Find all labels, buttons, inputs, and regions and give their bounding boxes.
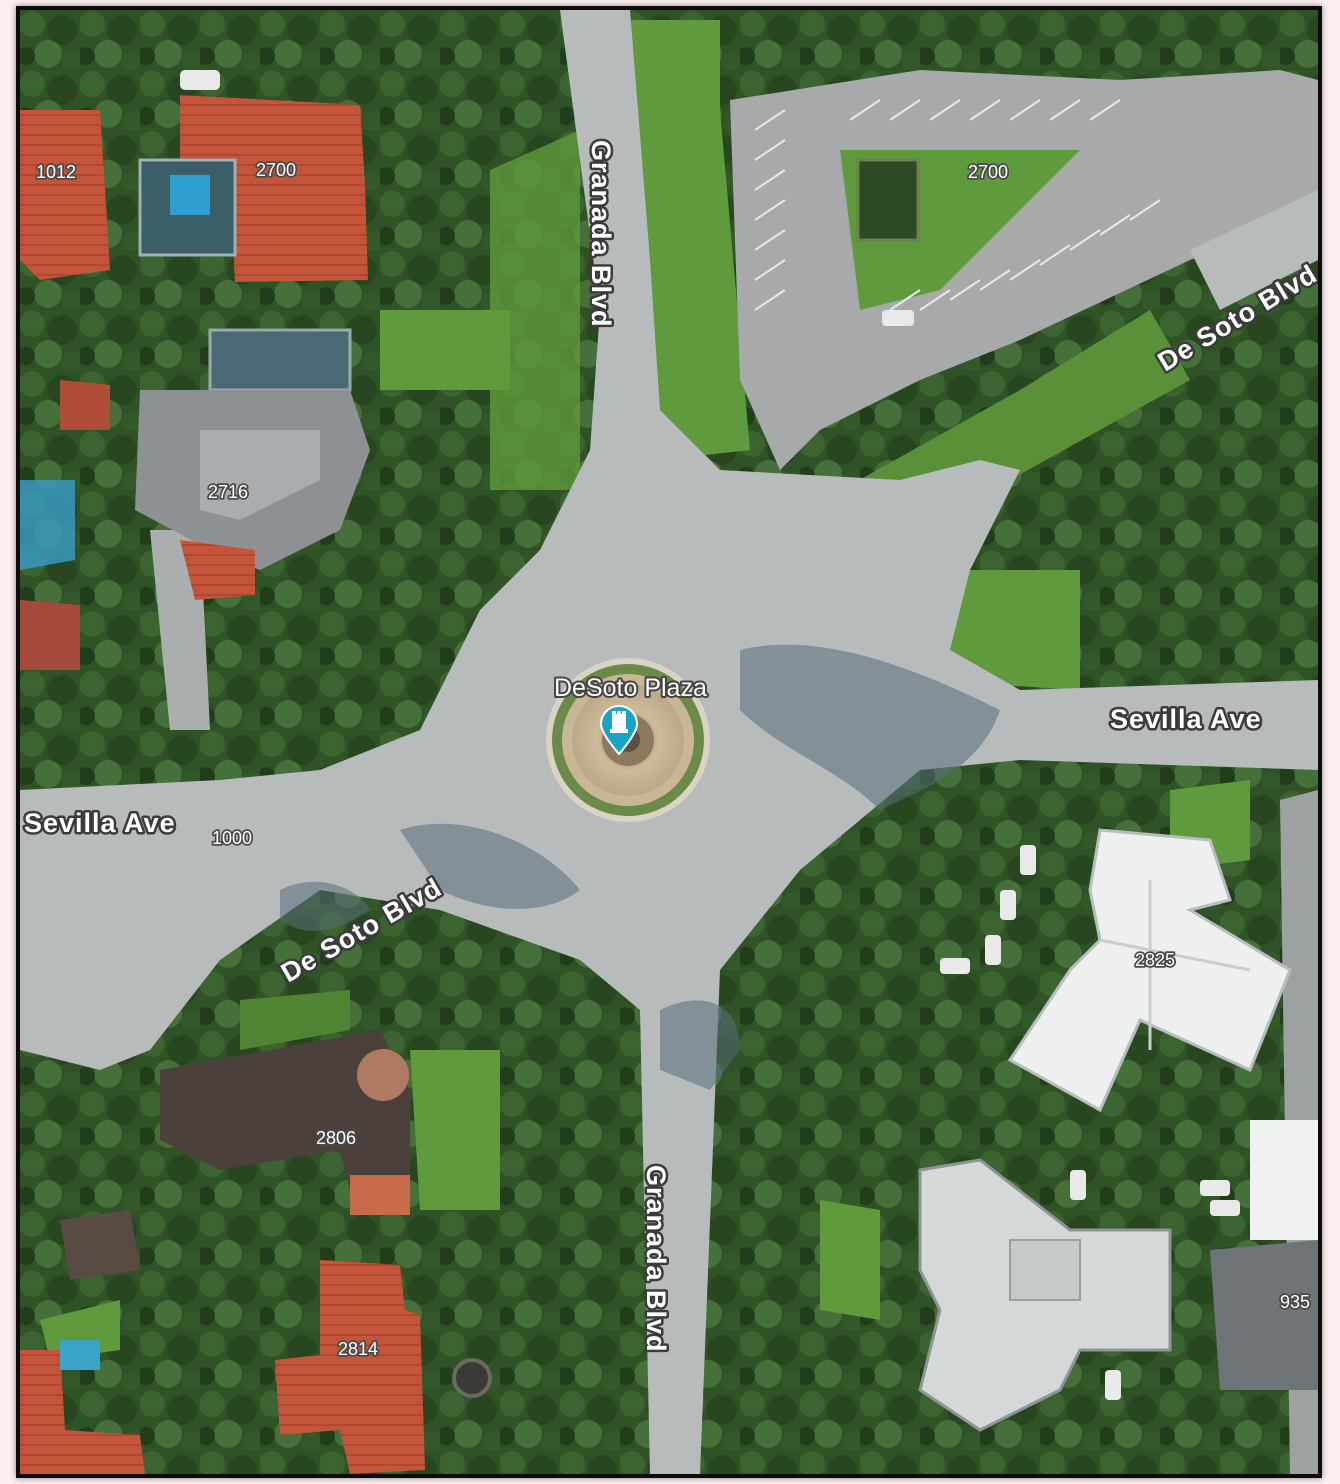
buildings [20, 95, 1318, 1474]
road-label-granada-blvd-north: Granada Blvd [586, 140, 616, 328]
address-label: 935 [1280, 1292, 1310, 1312]
shadows [280, 644, 1000, 1090]
fountain-marker-icon[interactable] [599, 704, 639, 756]
address-label: 2814 [338, 1339, 378, 1359]
address-label: 2806 [316, 1128, 356, 1148]
address-label: 2700 [256, 160, 296, 180]
address-label: 2825 [1135, 950, 1175, 970]
address-label: 2700 [968, 162, 1008, 182]
address-label: 2716 [208, 482, 248, 502]
road-label-sevilla-ave-east: Sevilla Ave [1110, 704, 1262, 734]
cars [180, 70, 1240, 1400]
address-label: 1012 [36, 162, 76, 182]
satellite-map[interactable]: Granada Blvd De Soto Blvd Sevilla Ave Se… [16, 6, 1322, 1478]
road-label-sevilla-ave-west: Sevilla Ave [24, 808, 176, 838]
map-canvas[interactable]: Granada Blvd De Soto Blvd Sevilla Ave Se… [20, 10, 1318, 1474]
road-label-granada-blvd-south: Granada Blvd [641, 1165, 671, 1353]
poi-label[interactable]: DeSoto Plaza [552, 672, 709, 704]
address-label: 1000 [212, 828, 252, 848]
parking-lot [730, 70, 1318, 470]
poi-desoto-plaza[interactable]: DeSoto Plaza [552, 672, 709, 756]
address-labels: 1012 2700 2700 2716 1000 2825 2806 2814 … [34, 158, 1312, 1361]
